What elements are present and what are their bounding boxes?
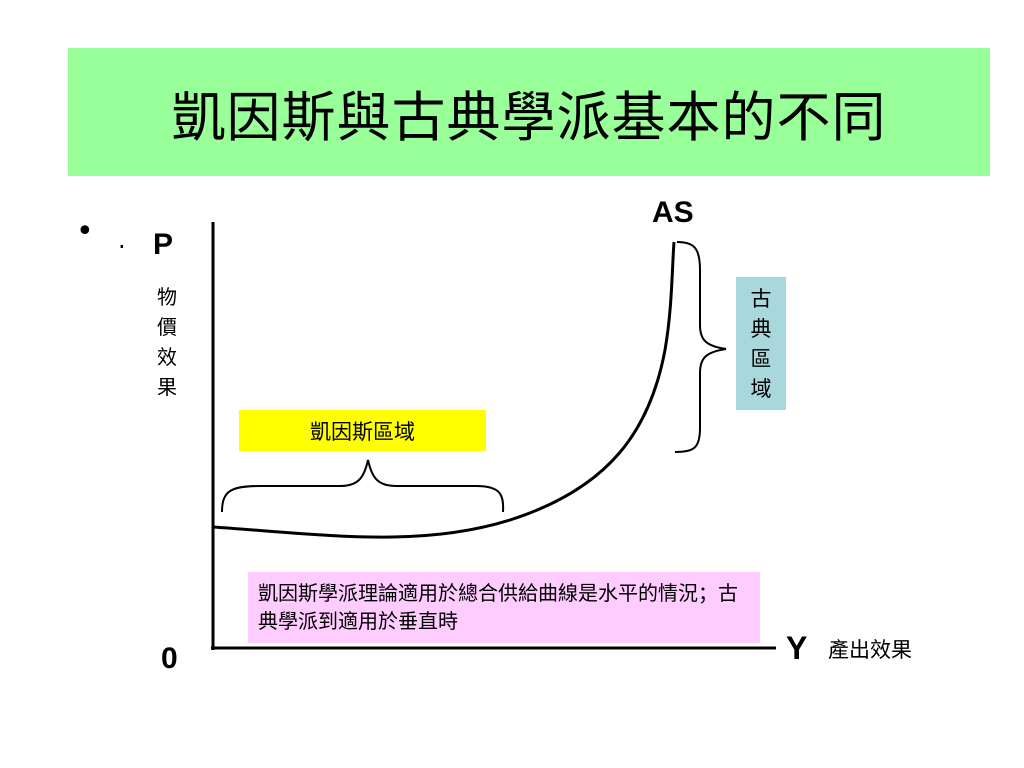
classical-region-label: 古典區域	[750, 286, 772, 401]
bullet-marker: •	[76, 214, 94, 249]
explanation-note: 凱因斯學派理論適用於總合供給曲線是水平的情況；古典學派到適用於垂直時	[248, 572, 760, 643]
keynesian-region-box: 凱因斯區域	[239, 410, 486, 451]
price-effect-label: 物價效果	[157, 285, 177, 399]
keynesian-region-label: 凱因斯區域	[310, 419, 415, 444]
slide-title: 凱因斯與古典學派基本的不同	[171, 85, 887, 149]
explanation-note-text: 凱因斯學派理論適用於總合供給曲線是水平的情況；古典學派到適用於垂直時	[258, 581, 738, 633]
bullet-period: .	[118, 226, 126, 254]
classical-region-brace	[674, 241, 727, 453]
title-banner: 凱因斯與古典學派基本的不同	[68, 48, 990, 176]
output-axis-letter: Y	[786, 630, 808, 666]
origin-label: 0	[161, 642, 178, 675]
classical-region-box: 古典區域	[736, 277, 786, 410]
keynesian-region-brace	[221, 459, 505, 513]
as-curve-label: AS	[652, 196, 694, 229]
aggregate-supply-curve	[212, 241, 676, 539]
output-effect-label: 產出效果	[828, 638, 912, 662]
price-axis-letter: P	[153, 228, 174, 261]
